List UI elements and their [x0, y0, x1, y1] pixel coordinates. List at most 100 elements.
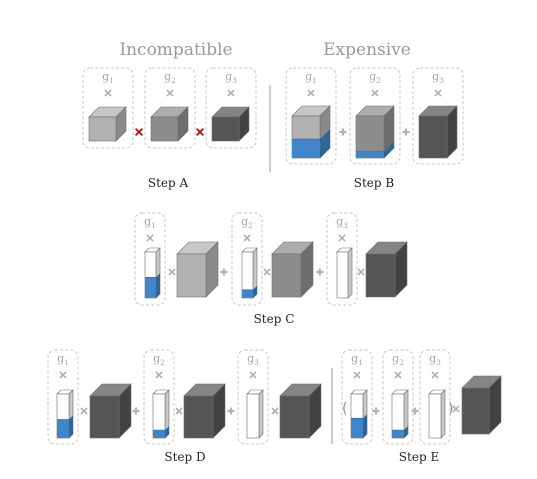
- step-e-g2-mult-icon-stroke-2: [394, 371, 402, 379]
- step-e-cube-front: [461, 387, 490, 435]
- step-e-g1-label-letter: g: [351, 352, 358, 365]
- step-e-g3-label-subscript: 3: [436, 358, 441, 367]
- step-c-bar-3-side: [347, 247, 353, 299]
- step-a-incompatible-icon-2-stroke-2: [196, 128, 204, 136]
- step-e-bar-1-fill-front: [351, 418, 363, 438]
- step-c-cube-2-front: [271, 253, 302, 298]
- step-d-bar-1-fill-front: [57, 419, 69, 438]
- step-e-g3-mult-icon: [431, 371, 439, 379]
- step-c-g2-label-subscript: 2: [248, 221, 253, 230]
- step-d-cube-3-front: [279, 395, 310, 439]
- step-d-cube-2-front: [183, 395, 214, 439]
- step-a-g1-mult-icon: [104, 89, 112, 97]
- step-d-mult-icon-3-stroke-2: [271, 407, 279, 415]
- step-a-cube-2: [150, 106, 189, 142]
- step-b-g1-label: g1: [305, 70, 317, 85]
- step-b-g1-label-subscript: 1: [312, 76, 317, 85]
- step-e-bar-2-fill-side: [404, 426, 408, 438]
- step-c-bar-1-fill-front: [145, 277, 156, 298]
- step-d-bar-3-front: [246, 393, 260, 439]
- step-b-g2-mult-icon-stroke-2: [371, 89, 379, 97]
- step-d-g2-mult-icon-stroke-2: [155, 371, 163, 379]
- step-a-g3-label-letter: g: [225, 70, 232, 83]
- step-a-cube-3: [211, 106, 250, 142]
- step-b-g1-mult-icon: [307, 89, 315, 97]
- step-d-bar-3-side: [258, 389, 264, 439]
- step-e-g2-label-letter: g: [392, 352, 399, 365]
- step-e-g3-label: g3: [429, 352, 441, 367]
- step-a-incompatible-icon-2: [196, 128, 204, 136]
- step-d-cube-1-front: [89, 395, 120, 439]
- step-a-g2-label: g2: [164, 70, 176, 85]
- step-c-g3-label: g3: [336, 215, 348, 230]
- step-d-bar-2: [152, 389, 170, 439]
- step-e-g3-label-letter: g: [429, 352, 436, 365]
- step-c-g1-label-subscript: 1: [151, 221, 156, 230]
- step-e-g3-mult-icon-stroke-2: [431, 371, 439, 379]
- step-c-bar-2-fill-front: [242, 289, 253, 298]
- step-a-g1-label: g1: [102, 70, 114, 85]
- step-b-cube-1-fill-side: [320, 129, 330, 158]
- step-d-bar-2-fill-side: [165, 426, 169, 438]
- step-d-g1-mult-icon: [59, 371, 67, 379]
- step-d-g1-label: g1: [57, 352, 69, 367]
- step-e-g3-frame: [419, 349, 451, 445]
- step-b-g2-label-letter: g: [369, 70, 376, 83]
- step-d-bar-1: [56, 389, 74, 439]
- step-b-g2-frame: [349, 67, 401, 165]
- step-e-g2-frame: [382, 349, 414, 445]
- step-b-g2-label-subscript: 2: [376, 76, 381, 85]
- step-e-g1-mult-icon: [353, 371, 361, 379]
- step-d-bar-2-fill-front: [153, 430, 165, 438]
- step-c-g3-frame: [326, 212, 358, 306]
- step-c-bar-3: [336, 247, 353, 299]
- step-e-bar-2: [391, 389, 409, 439]
- step-e-bar-3-front: [428, 393, 442, 439]
- step-e-bar-3-side: [440, 389, 446, 439]
- step-b-cube-3-front: [418, 115, 448, 159]
- step-a-cube-3-front: [211, 116, 240, 142]
- step-d-g1-label-letter: g: [57, 352, 64, 365]
- step-c-cube-1-front: [176, 253, 207, 298]
- step-b-g3-mult-icon: [434, 89, 442, 97]
- step-d-g1-label-subscript: 1: [64, 358, 69, 367]
- step-a-g3-mult-icon: [227, 89, 235, 97]
- step-a-g2-label-letter: g: [164, 70, 171, 83]
- step-d-g3-mult-icon: [249, 371, 257, 379]
- step-d-plus-icon-2: [227, 407, 235, 415]
- step-d-mult-icon-1-stroke-2: [80, 407, 88, 415]
- step-b-g2-mult-icon: [371, 89, 379, 97]
- step-c-bar-3-front: [336, 251, 349, 299]
- step-b-g1-mult-icon-stroke-2: [307, 89, 315, 97]
- step-b-cube-1-fill-front: [292, 139, 320, 158]
- step-b-g3-label-subscript: 3: [439, 76, 444, 85]
- step-d-cube-3: [279, 383, 322, 439]
- step-b-cube-2-fill-front: [356, 151, 384, 158]
- step-d-g2-frame: [143, 349, 175, 445]
- step-c-bar-2: [241, 247, 258, 299]
- step-a-incompatible-icon-1-stroke-2: [135, 128, 143, 136]
- step-d-bar-3: [246, 389, 264, 439]
- step-a-cube-2-front: [150, 116, 179, 142]
- step-d-mult-icon-3: [271, 407, 279, 415]
- step-d-g3-label-subscript: 3: [254, 358, 259, 367]
- step-a-g2-mult-icon-stroke-2: [166, 89, 174, 97]
- step-a-g3-label: g3: [225, 70, 237, 85]
- step-b-plus-icon-1: [339, 128, 347, 136]
- step-d-bar-1-fill-side: [69, 415, 73, 438]
- step-a-g2-label-subscript: 2: [171, 76, 176, 85]
- step-a-g3-frame: [205, 67, 257, 149]
- step-b-g1-frame: [285, 67, 337, 165]
- step-e-mult-icon-stroke-2: [452, 405, 460, 413]
- step-e-bar-3: [428, 389, 446, 439]
- step-a-g1-label-subscript: 1: [109, 76, 114, 85]
- step-d-g3-label: g3: [247, 352, 259, 367]
- step-c-g1-label-letter: g: [144, 215, 151, 228]
- step-c-g1-mult-icon-stroke-2: [146, 234, 154, 242]
- header-incompatible: Incompatible: [119, 40, 232, 60]
- step-e-g2-label-subscript: 2: [399, 358, 404, 367]
- step-d-g3-frame: [237, 349, 269, 445]
- step-e-g1-label-subscript: 1: [358, 358, 363, 367]
